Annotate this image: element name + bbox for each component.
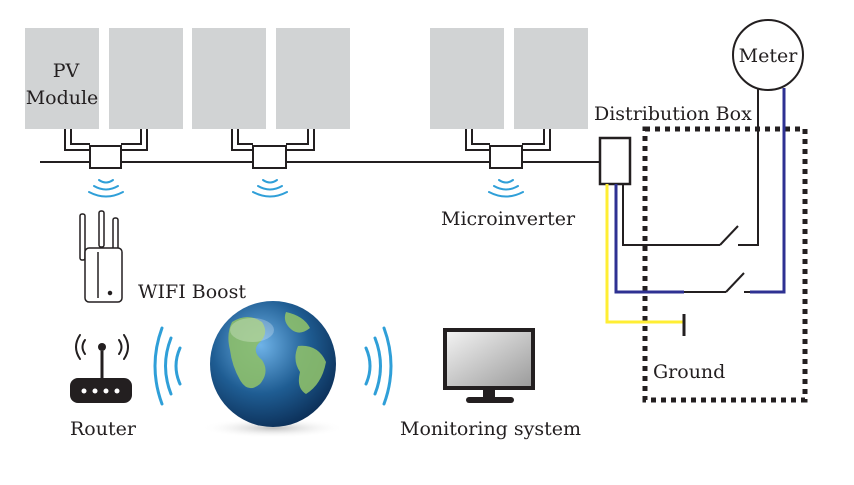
microinverter-label: Microinverter <box>441 208 576 230</box>
distribution-enclosure <box>642 126 808 403</box>
monitor-icon <box>443 328 535 403</box>
distribution-box-label: Distribution Box <box>594 103 752 125</box>
wifi-signal-icon <box>88 179 124 198</box>
breaker-switches <box>622 88 759 293</box>
pv-panel <box>430 28 504 129</box>
pv-panel <box>276 28 350 129</box>
neutral-wire-box <box>614 184 684 294</box>
router-label: Router <box>70 418 137 440</box>
pv-module-label: PV <box>53 60 80 82</box>
distribution-box <box>598 136 632 186</box>
ground-label: Ground <box>653 361 725 383</box>
router-icon <box>70 334 132 403</box>
live-wire <box>605 184 684 324</box>
wifi-boost-icon <box>79 210 123 303</box>
wifi-signal-icon <box>252 179 288 198</box>
microinverter <box>465 129 551 169</box>
pv-panel <box>25 28 99 129</box>
pv-panel <box>514 28 588 129</box>
wifi-signal-right-icon <box>364 326 393 406</box>
wifi-boost-label: WIFI Boost <box>138 281 246 303</box>
globe-internet-icon <box>201 301 345 438</box>
monitoring-system-label: Monitoring system <box>400 418 581 440</box>
pv-panel <box>192 28 266 129</box>
pv-panel <box>109 28 183 129</box>
meter-label: Meter <box>739 45 799 67</box>
microinverter <box>64 129 148 169</box>
neutral-wire-meter <box>750 88 786 294</box>
microinverter <box>231 129 315 169</box>
meter-icon <box>732 19 804 91</box>
wifi-signal-left-icon <box>153 326 182 406</box>
pv-module-label: Module <box>26 87 99 109</box>
pv-module-group <box>25 28 588 129</box>
wifi-signal-icon <box>488 179 524 198</box>
